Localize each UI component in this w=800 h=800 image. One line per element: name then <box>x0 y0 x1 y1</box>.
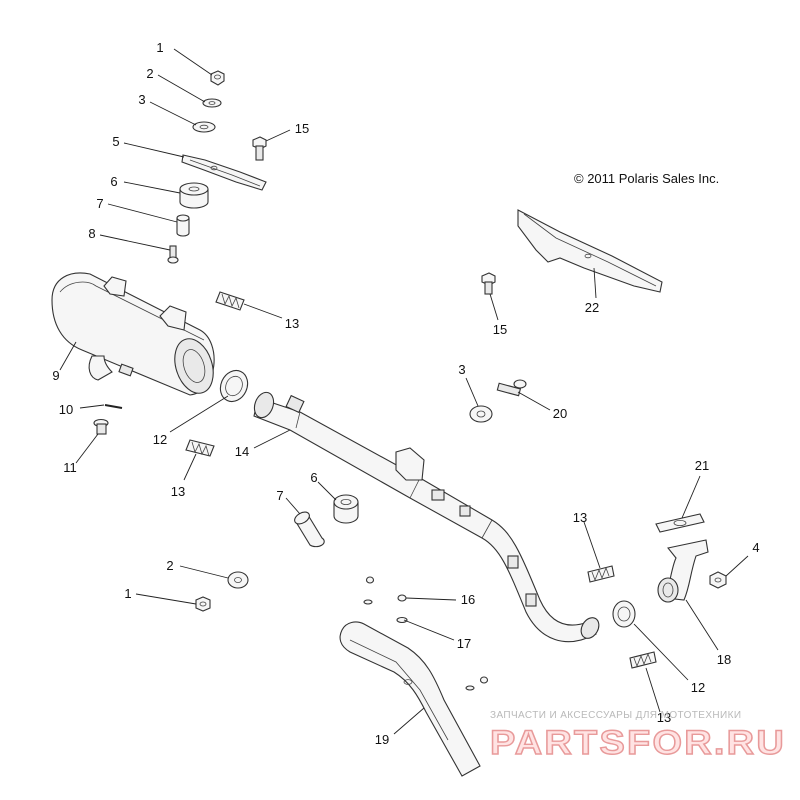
callout-2-top: 2 <box>146 66 153 81</box>
washer-part-3-right <box>469 405 493 423</box>
callout-6-center: 6 <box>310 470 317 485</box>
callout-13-b: 13 <box>171 484 185 499</box>
hardware-part-17 <box>396 616 489 691</box>
callout-2-bottom: 2 <box>166 558 173 573</box>
copyright-notice: © 2011 Polaris Sales Inc. <box>574 171 719 186</box>
callout-14: 14 <box>235 444 249 459</box>
bushing-part-6-top <box>179 182 209 209</box>
callout-18: 18 <box>717 652 731 667</box>
callout-11: 11 <box>63 460 77 475</box>
callout-5: 5 <box>112 134 119 149</box>
sleeve-part-7-top <box>176 214 190 237</box>
spring-part-13-d <box>629 651 657 669</box>
callout-1-bottom: 1 <box>124 586 131 601</box>
pin-part-10 <box>104 404 123 409</box>
watermark-brand: PARTSFOR.RU <box>490 724 786 762</box>
washer-part-2-top <box>202 98 222 108</box>
muffler-part-9 <box>51 272 215 396</box>
bushing-part-6-center <box>333 494 359 524</box>
callout-17: 17 <box>457 636 471 651</box>
elbow-pipe-part-18 <box>657 539 709 603</box>
spring-part-13-c <box>587 565 615 583</box>
spring-part-13-a <box>215 291 245 311</box>
callout-13-a: 13 <box>285 316 299 331</box>
callout-4: 4 <box>752 540 759 555</box>
callout-22: 22 <box>585 300 599 315</box>
callout-7-top: 7 <box>96 196 103 211</box>
bolt-part-8 <box>167 245 179 264</box>
gasket-part-12-b <box>612 600 636 628</box>
gasket-part-21 <box>655 513 705 533</box>
callout-19: 19 <box>375 732 389 747</box>
head-pipe-part-14 <box>253 391 600 643</box>
bolt-part-15-top <box>252 136 267 161</box>
bolt-part-20 <box>496 379 527 397</box>
watermark: ЗАПЧАСТИ И АКСЕССУАРЫ ДЛЯ МОТОТЕХНИКИ PA… <box>489 710 786 763</box>
spring-part-13-b <box>185 439 215 457</box>
callout-16: 16 <box>461 592 475 607</box>
sleeve-part-7-center <box>294 511 325 548</box>
nut-part-1-top <box>210 70 225 86</box>
callout-labels: 1 2 3 5 15 6 7 8 13 9 10 12 11 14 13 7 6… <box>52 40 759 747</box>
gasket-part-12-a <box>219 369 249 403</box>
callout-9: 9 <box>52 368 59 383</box>
bracket-part-5 <box>181 154 267 191</box>
callout-3-top: 3 <box>138 92 145 107</box>
callout-3-right: 3 <box>458 362 465 377</box>
callout-12-b: 12 <box>691 680 705 695</box>
callout-13-d: 13 <box>657 710 671 725</box>
callout-7-center: 7 <box>276 488 283 503</box>
heat-shield-part-22 <box>517 209 663 293</box>
hardware-part-16 <box>363 576 407 605</box>
heat-shield-part-19 <box>339 621 481 777</box>
washer-part-2-bottom <box>227 571 249 589</box>
leader-lines <box>59 48 749 735</box>
callout-21: 21 <box>695 458 709 473</box>
nut-part-4 <box>709 571 727 589</box>
callout-13-c: 13 <box>573 510 587 525</box>
nut-part-1-bottom <box>195 596 211 612</box>
callout-10: 10 <box>59 402 73 417</box>
callout-8: 8 <box>88 226 95 241</box>
part-drawings <box>51 70 727 777</box>
bolt-part-15-right <box>481 272 496 295</box>
callout-12-a: 12 <box>153 432 167 447</box>
bolt-part-11 <box>93 418 109 435</box>
callout-6-top: 6 <box>110 174 117 189</box>
watermark-tagline: ЗАПЧАСТИ И АКСЕССУАРЫ ДЛЯ МОТОТЕХНИКИ <box>490 710 741 721</box>
callout-15-right: 15 <box>493 322 507 337</box>
callout-1-top: 1 <box>156 40 163 55</box>
washer-part-3-top <box>192 121 216 133</box>
callout-15-top: 15 <box>295 121 309 136</box>
callout-20: 20 <box>553 406 567 421</box>
